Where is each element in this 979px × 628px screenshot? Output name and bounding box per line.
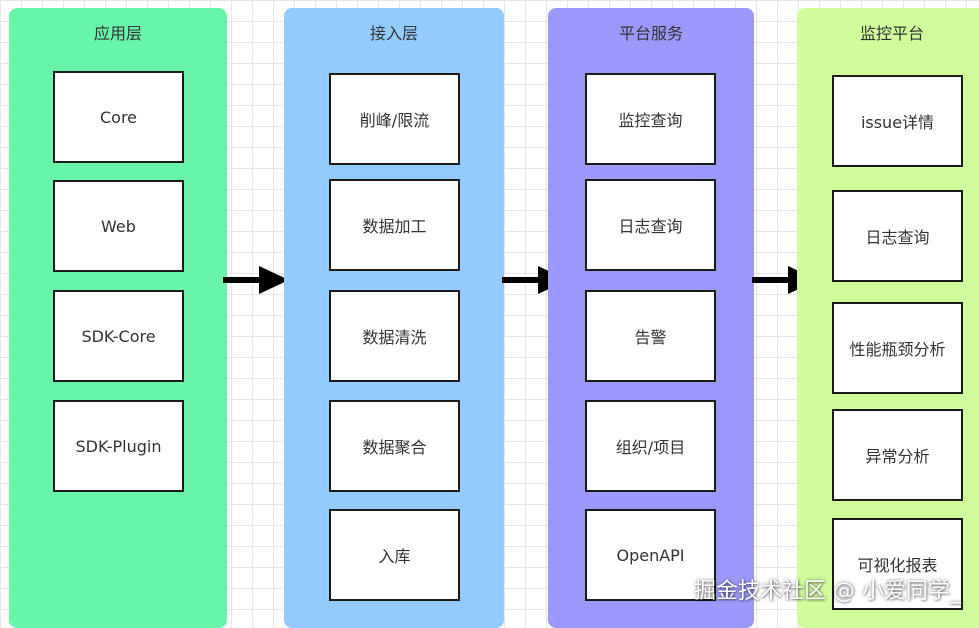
lane-monitor-platform: 监控平台 issue详情 日志查询 性能瓶颈分析 异常分析 可视化报表 — [797, 8, 979, 628]
watermark: 掘金技术社区 @ 小爱同学_ — [694, 579, 961, 604]
lane-title: 接入层 — [369, 24, 418, 43]
node-alert[interactable]: 告警 — [585, 290, 716, 382]
lane-application: 应用层 Core Web SDK-Core SDK-Plugin — [9, 8, 227, 628]
node-sdk-core[interactable]: SDK-Core — [53, 290, 184, 382]
node-core[interactable]: Core — [53, 71, 184, 163]
node-log-query[interactable]: 日志查询 — [832, 190, 963, 282]
node-visual-report[interactable]: 可视化报表 — [832, 518, 963, 610]
lane-title: 平台服务 — [618, 24, 683, 43]
node-org-project[interactable]: 组织/项目 — [585, 400, 716, 492]
lane-access: 接入层 削峰/限流 数据加工 数据清洗 数据聚合 入库 — [284, 8, 504, 628]
node-web[interactable]: Web — [53, 180, 184, 272]
node-storage[interactable]: 入库 — [329, 509, 460, 601]
node-log-query[interactable]: 日志查询 — [585, 179, 716, 271]
lane-platform-service: 平台服务 监控查询 日志查询 告警 组织/项目 OpenAPI — [548, 8, 754, 628]
node-performance-analysis[interactable]: 性能瓶颈分析 — [832, 302, 963, 394]
lane-title: 监控平台 — [859, 24, 924, 43]
arrow-right-icon — [223, 266, 289, 294]
node-sdk-plugin[interactable]: SDK-Plugin — [53, 400, 184, 492]
lane-title: 应用层 — [93, 24, 142, 43]
node-peak-shaving[interactable]: 削峰/限流 — [329, 73, 460, 165]
node-data-aggregation[interactable]: 数据聚合 — [329, 400, 460, 492]
node-exception-analysis[interactable]: 异常分析 — [832, 409, 963, 501]
node-openapi[interactable]: OpenAPI — [585, 509, 716, 601]
node-monitor-query[interactable]: 监控查询 — [585, 73, 716, 165]
node-data-processing[interactable]: 数据加工 — [329, 179, 460, 271]
node-issue-detail[interactable]: issue详情 — [832, 75, 963, 167]
node-data-cleaning[interactable]: 数据清洗 — [329, 290, 460, 382]
